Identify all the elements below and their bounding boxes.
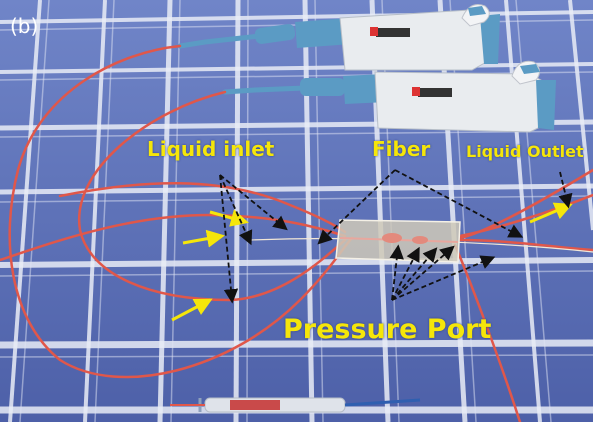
syringe [170, 397, 421, 413]
label-liquid-inlet: Liquid inlet [147, 137, 275, 161]
red-tubing [0, 44, 593, 422]
label-pressure-port: Pressure Port [283, 314, 492, 345]
panel-label: (b) [10, 14, 39, 38]
label-liquid-outlet: Liquid Outlet [466, 142, 584, 161]
pipette-lower [222, 60, 556, 133]
pipette-upper [177, 4, 500, 71]
label-fiber: Fiber [372, 137, 431, 161]
annotation-arrows-black [219, 169, 573, 304]
